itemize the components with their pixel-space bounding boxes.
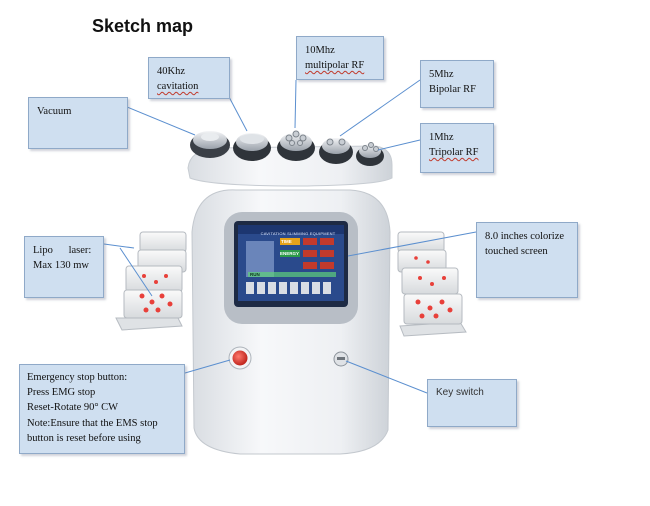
- bipolar-rf-handpiece: [319, 138, 353, 164]
- lipo-laser-pads-right: [397, 231, 467, 337]
- callout-cavitation: 40Khz cavitation: [148, 57, 230, 99]
- callout-lipo-line1: Lipo laser:: [33, 245, 92, 256]
- time-label: TIME: [281, 239, 292, 244]
- callout-tripolar-line2: Tripolar RF: [429, 147, 479, 159]
- vacuum-handpiece: [190, 131, 230, 158]
- callout-tripolar-line1: 1Mhz: [429, 132, 454, 143]
- callout-tripolar-rf: 1Mhz Tripolar RF: [420, 123, 494, 173]
- callout-key-switch-text: Key switch: [436, 387, 484, 398]
- callout-vacuum-text: Vacuum: [37, 106, 72, 117]
- callout-emergency-line1: Emergency stop button:: [27, 372, 128, 383]
- callout-key-switch: Key switch: [427, 379, 517, 427]
- callout-lipo-laser: Lipo laser: Max 130 mw: [24, 236, 104, 298]
- callout-emergency-line4: Note:Ensure that the EMS stop: [27, 417, 158, 429]
- callout-cavitation-line2: cavitation: [157, 81, 199, 93]
- multipolar-rf-handpiece: [277, 130, 315, 161]
- callout-multipolar-line2: multipolar RF: [305, 60, 365, 72]
- callout-bipolar-rf: 5Mhz Bipolar RF: [420, 60, 494, 108]
- mode-label: RUN: [250, 272, 260, 277]
- callout-emergency-stop: Emergency stop button: Press EMG stop Re…: [19, 364, 185, 454]
- page-title: Sketch map: [92, 16, 194, 36]
- callout-bipolar-line1: 5Mhz: [429, 69, 454, 80]
- callout-touch-screen: 8.0 inches colorize touched screen: [476, 222, 578, 298]
- callout-multipolar-line1: 10Mhz: [305, 45, 335, 56]
- leader-lines: [103, 79, 477, 394]
- tripolar-rf-handpiece: [356, 142, 384, 166]
- callout-cavitation-line1: 40Khz: [157, 66, 185, 77]
- callout-bipolar-line2: Bipolar RF: [429, 84, 476, 96]
- screen-header: CAVITATION SLIMMING EQUIPMENT: [260, 231, 336, 236]
- callout-emergency-line5: button is reset before using: [27, 432, 141, 444]
- lipo-laser-pads-left: [115, 231, 187, 331]
- energy-label: ENERGY: [280, 251, 300, 256]
- callout-screen-line2: touched screen: [485, 246, 548, 258]
- callout-vacuum: Vacuum: [28, 97, 128, 149]
- cavitation-handpiece: [233, 133, 271, 161]
- callout-screen-line1: 8.0 inches colorize: [485, 231, 565, 242]
- callout-emergency-line3: Reset-Rotate 90° CW: [27, 402, 119, 414]
- callout-multipolar-rf: 10Mhz multipolar RF: [296, 36, 384, 80]
- callout-lipo-line2: Max 130 mw: [33, 260, 89, 272]
- callout-emergency-line2: Press EMG stop: [27, 387, 96, 399]
